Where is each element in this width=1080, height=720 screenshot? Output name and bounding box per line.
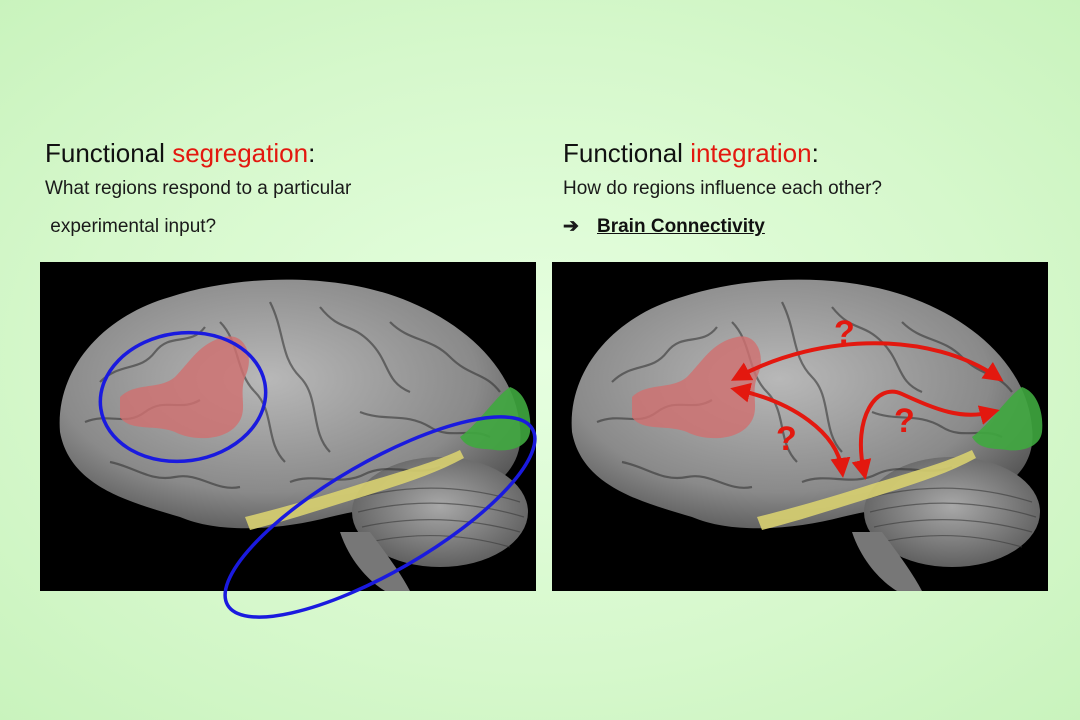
question-mark-right: ? — [894, 402, 915, 440]
segregation-circle-temporal — [223, 415, 537, 619]
cerebellum-folds — [869, 487, 1037, 548]
question-mark-left: ? — [776, 420, 797, 458]
segregation-circle-frontal — [98, 330, 268, 464]
segregation-question-line2: experimental input? — [45, 216, 217, 237]
segregation-heading-accent: segregation — [172, 138, 309, 168]
temporal-region — [245, 450, 464, 530]
arrow-frontal-temporal — [730, 382, 851, 478]
brain-image-integration: ? ? ? — [552, 262, 1048, 591]
brain-image-segregation — [40, 262, 537, 619]
segregation-heading: Functional segregation: — [45, 136, 535, 170]
brain-illustration-left — [59, 279, 537, 619]
integration-heading-accent: integration — [690, 138, 812, 168]
integration-text-block: Functional integration: How do regions i… — [563, 136, 1053, 246]
segregation-heading-prefix: Functional — [45, 138, 173, 168]
arrow-temporal-occipital — [851, 389, 1000, 480]
brain-illustration-right: ? ? ? — [571, 279, 1043, 591]
brain-connectivity-line: ➔ Brain Connectivity — [563, 208, 1053, 246]
connectivity-arrows — [730, 341, 1004, 480]
brainstem-shape — [340, 532, 410, 591]
frontal-region — [632, 336, 761, 439]
integration-heading-prefix: Functional — [563, 138, 691, 168]
right-arrow-icon: ➔ — [563, 216, 579, 237]
arrow-frontal-occipital — [730, 341, 1004, 382]
brainstem-shape — [852, 532, 922, 591]
question-mark-top: ? — [834, 314, 855, 352]
integration-heading-suffix: : — [811, 138, 819, 168]
integration-question-line1: How do regions influence each other? — [563, 178, 882, 199]
segregation-heading-suffix: : — [308, 138, 316, 168]
integration-heading: Functional integration: — [563, 136, 1053, 170]
segregation-text-block: Functional segregation: What regions res… — [45, 136, 535, 246]
brain-connectivity-link[interactable]: Brain Connectivity — [597, 216, 765, 237]
frontal-region — [120, 336, 249, 439]
segregation-question-line1: What regions respond to a particular — [45, 178, 352, 199]
